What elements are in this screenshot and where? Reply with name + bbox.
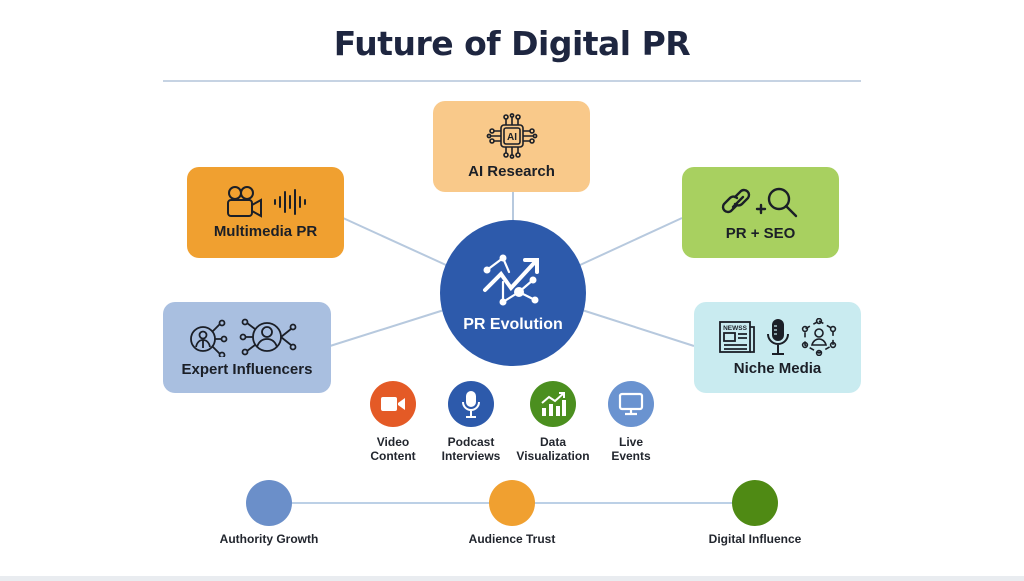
timeline-label: Digital Influence	[708, 532, 802, 546]
svg-text:AI: AI	[507, 132, 517, 143]
microphone-icon	[448, 381, 494, 427]
microphone-icon	[766, 319, 789, 355]
bottom-bar	[0, 576, 1024, 581]
node-multimedia-pr[interactable]: Multimedia PR	[187, 167, 344, 258]
channel-label-line2: Interviews	[441, 449, 501, 463]
node-label: Multimedia PR	[213, 223, 318, 240]
timeline-label: Authority Growth	[219, 532, 319, 546]
magnifier-icon	[767, 187, 790, 211]
connector-niche-media	[581, 309, 695, 347]
link-search-icon	[721, 187, 797, 218]
timeline-label: Audience Trust	[468, 532, 556, 546]
svg-text:NEWSS: NEWSS	[723, 325, 748, 332]
connector-expert-influencers	[329, 309, 445, 347]
timeline-dot-audience-trust[interactable]	[489, 480, 535, 526]
hub-label: PR Evolution	[463, 316, 563, 333]
movie-camera-icon	[226, 186, 262, 218]
plus-icon	[755, 203, 766, 215]
channel-label-line1: Live	[618, 435, 643, 449]
channel-label-line1: Video	[376, 435, 410, 449]
bar-chart-icon	[530, 381, 576, 427]
timeline-dot-authority-growth[interactable]	[246, 480, 292, 526]
node-pr-seo[interactable]: PR + SEO	[682, 167, 839, 258]
node-ai-research[interactable]: AI AI Research	[433, 101, 590, 192]
node-label: AI Research	[468, 163, 555, 180]
channel-label-line1: Data	[539, 435, 566, 449]
timeline-dot-digital-influence[interactable]	[732, 480, 778, 526]
title-divider	[163, 80, 861, 82]
page-title: Future of Digital PR	[333, 24, 691, 63]
channel-label-line2: Visualization	[516, 449, 590, 463]
channel-label-line2: Events	[611, 449, 651, 463]
node-label: PR + SEO	[725, 225, 796, 242]
monitor-icon	[608, 381, 654, 427]
hub-pr-evolution[interactable]: PR Evolution	[440, 220, 586, 366]
node-label: Expert Influencers	[181, 361, 313, 378]
node-label: Niche Media	[733, 360, 822, 377]
sound-wave-icon	[273, 189, 306, 215]
community-icon	[801, 318, 836, 356]
video-camera-icon	[370, 381, 416, 427]
connector-multimedia-pr	[342, 217, 447, 266]
channel-label-line2: Content	[370, 449, 416, 463]
connector-pr-seo	[579, 217, 683, 266]
ai-chip-icon: AI	[486, 113, 537, 159]
trend-network-icon	[483, 254, 539, 306]
channel-label-line1: Podcast	[447, 435, 495, 449]
node-niche-media[interactable]: NEWSS Niche Media	[694, 302, 861, 393]
node-expert-influencers[interactable]: Expert Influencers	[163, 302, 331, 393]
newspaper-icon: NEWSS	[718, 321, 755, 353]
influencer-network-icon	[190, 318, 297, 357]
